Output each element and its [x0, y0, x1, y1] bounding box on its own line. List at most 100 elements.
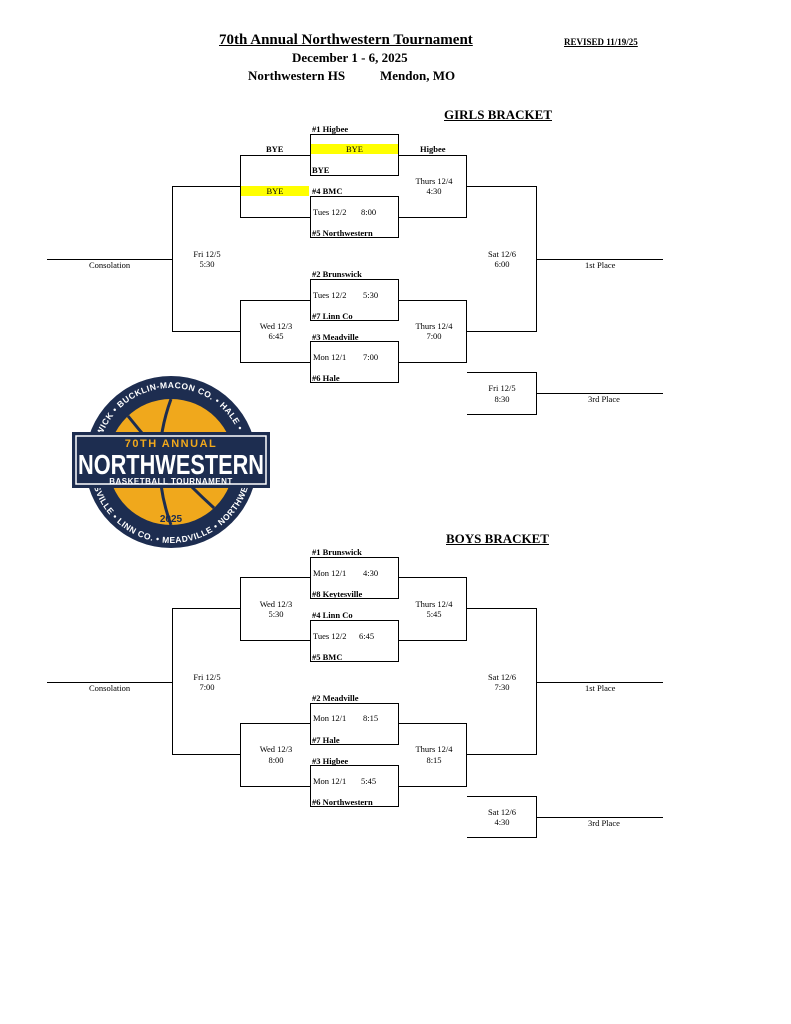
boys-team-4: #5 BMC: [312, 652, 343, 662]
boys-game2-box: [310, 620, 399, 662]
boys-game3-box: [310, 703, 399, 745]
girls-team-6: #7 Linn Co: [312, 311, 353, 321]
boys-final-time: 7:30: [494, 682, 510, 692]
girls-game4-day: Mon 12/1: [313, 352, 347, 362]
boys-semi-bot-day: Thurs 12/4: [415, 744, 453, 754]
girls-game2-box: [310, 196, 399, 238]
boys-game2-day: Tues 12/2: [313, 631, 347, 641]
boys-cons-semi-bot-day: Wed 12/3: [259, 744, 293, 754]
girls-semi-bot-day: Thurs 12/4: [415, 321, 453, 331]
boys-game1-box: [310, 557, 399, 599]
boys-first-place-label: 1st Place: [585, 683, 616, 693]
girls-semi-bot-time: 7:00: [426, 331, 442, 341]
girls-cons-semi-time: 6:45: [268, 331, 284, 341]
girls-bye-slot: BYE: [266, 186, 284, 196]
girls-bye-connector: [240, 155, 310, 218]
boys-third-time: 4:30: [494, 817, 510, 827]
boys-team-2: #8 Keytesville: [312, 589, 363, 599]
girls-team-5: #2 Brunswick: [312, 269, 362, 279]
boys-game1-time: 4:30: [363, 568, 379, 578]
logo-line2: NORTHWESTERN: [78, 449, 264, 480]
boys-consolation-label: Consolation: [89, 683, 131, 693]
boys-third-day: Sat 12/6: [487, 807, 517, 817]
girls-bye-winner: Higbee: [420, 144, 446, 154]
logo-year: 2025: [160, 514, 183, 525]
boys-cons-semi-top-connector: [240, 577, 310, 641]
boys-team-1: #1 Brunswick: [312, 547, 362, 557]
girls-game4-box: [310, 341, 399, 383]
girls-game3-box: [310, 279, 399, 321]
girls-semi-top-connector: [399, 155, 467, 218]
girls-first-place-label: 1st Place: [585, 260, 616, 270]
girls-team-8: #6 Hale: [312, 373, 340, 383]
girls-cons-final-day: Fri 12/5: [193, 249, 221, 259]
girls-team-7: #3 Meadville: [312, 332, 359, 342]
girls-game1-box: [310, 134, 399, 176]
boys-semi-bot-time: 8:15: [426, 755, 442, 765]
girls-cons-semi-day: Wed 12/3: [259, 321, 293, 331]
boys-bracket-title: BOYS BRACKET: [446, 531, 549, 546]
girls-game2-day: Tues 12/2: [313, 207, 347, 217]
boys-semi-top-day: Thurs 12/4: [415, 599, 453, 609]
venue: Northwestern HS: [248, 68, 346, 83]
tournament-logo: BRUNSWICK • BUCKLIN-MACON CO. • HALE • H…: [68, 376, 270, 548]
boys-team-3: #4 Linn Co: [312, 610, 353, 620]
boys-team-6: #7 Hale: [312, 735, 340, 745]
boys-semi-top-time: 5:45: [426, 609, 442, 619]
boys-semi-top-connector: [399, 577, 467, 641]
girls-team-2: BYE: [312, 165, 330, 175]
girls-game4-time: 7:00: [363, 352, 379, 362]
girls-team-1: #1 Higbee: [312, 124, 349, 134]
girls-cons-final-time: 5:30: [199, 259, 215, 269]
boys-game3-time: 8:15: [363, 713, 379, 723]
boys-cons-final-day: Fri 12/5: [193, 672, 221, 682]
boys-game1-day: Mon 12/1: [313, 568, 347, 578]
girls-cons-final-connector: [172, 186, 240, 332]
boys-game3-day: Mon 12/1: [313, 713, 347, 723]
girls-final-day: Sat 12/6: [487, 249, 517, 259]
boys-cons-semi-bot-time: 8:00: [268, 755, 284, 765]
logo-line3: BASKETBALL TOURNAMENT: [109, 477, 233, 486]
girls-bye-box: BYE: [346, 144, 363, 154]
logo-banner: [72, 432, 270, 488]
boys-team-8: #6 Northwestern: [312, 797, 373, 807]
boys-semi-bot-connector: [399, 723, 467, 787]
boys-team-7: #3 Higbee: [312, 756, 349, 766]
boys-cons-semi-bot-connector: [240, 723, 310, 787]
boys-final-connector: [467, 608, 537, 755]
girls-game3-time: 5:30: [363, 290, 379, 300]
boys-game4-day: Mon 12/1: [313, 776, 347, 786]
boys-game2-time: 6:45: [359, 631, 375, 641]
city: Mendon, MO: [380, 68, 456, 83]
girls-semi-top-day: Thurs 12/4: [415, 176, 453, 186]
boys-cons-semi-top-time: 5:30: [268, 609, 284, 619]
girls-bye-highlight-top: [311, 144, 398, 154]
girls-team-4: #5 Northwestern: [312, 228, 373, 238]
boys-final-day: Sat 12/6: [487, 672, 517, 682]
girls-third-time: 8:30: [494, 394, 510, 404]
girls-semi-bot-connector: [399, 300, 467, 363]
girls-game2-time: 8:00: [361, 207, 377, 217]
girls-cons-semi-connector: [240, 300, 310, 363]
girls-semi-top-time: 4:30: [426, 186, 442, 196]
girls-third-place-label: 3rd Place: [588, 394, 620, 404]
girls-final-time: 6:00: [494, 259, 510, 269]
girls-third-day: Fri 12/5: [488, 383, 516, 393]
boys-cons-semi-top-day: Wed 12/3: [259, 599, 293, 609]
boys-cons-final-time: 7:00: [199, 682, 215, 692]
boys-cons-final-connector: [172, 608, 240, 755]
revised-date: REVISED 11/19/25: [564, 37, 638, 47]
girls-bye-highlight-left: [241, 186, 309, 196]
girls-bracket-title: GIRLS BRACKET: [444, 107, 552, 122]
boys-game4-time: 5:45: [361, 776, 377, 786]
boys-third-place-label: 3rd Place: [588, 818, 620, 828]
girls-team-3: #4 BMC: [312, 186, 343, 196]
boys-team-5: #2 Meadville: [312, 693, 359, 703]
girls-consolation-label: Consolation: [89, 260, 131, 270]
logo-line1: 70TH ANNUAL: [125, 438, 218, 450]
girls-bye-left: BYE: [266, 144, 284, 154]
girls-game3-day: Tues 12/2: [313, 290, 347, 300]
tournament-dates: December 1 - 6, 2025: [292, 50, 408, 65]
boys-game4-box: [310, 765, 399, 807]
